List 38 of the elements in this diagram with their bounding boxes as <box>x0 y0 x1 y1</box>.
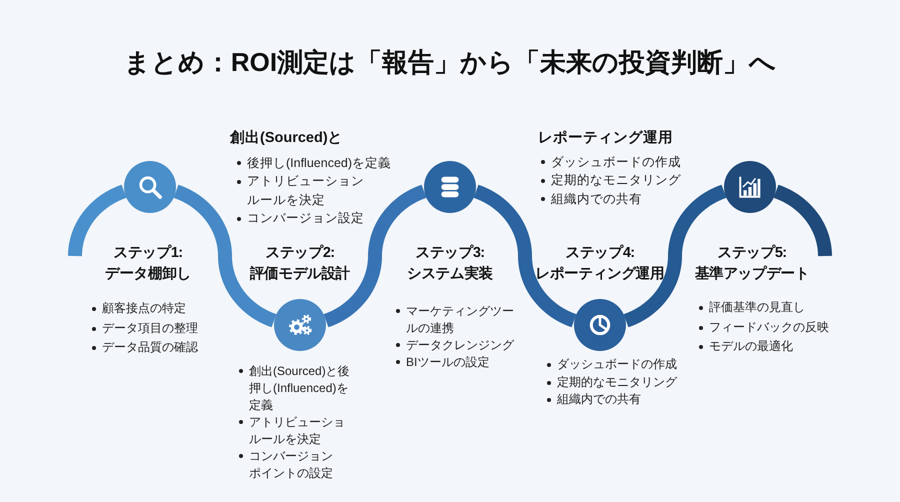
step-title: ステップ4:レポーティング運用 <box>536 244 664 284</box>
wave-line <box>472 184 578 328</box>
list-heading: 創出(Sourced)と <box>230 128 343 148</box>
bullet-item: 定期的なモニタリング <box>540 171 681 190</box>
step-title: ステップ2:評価モデル設計 <box>250 244 350 284</box>
bullet-item: 顧客接点の特定 <box>91 299 186 319</box>
wave-line <box>322 184 428 328</box>
bullet-item: 評価基準の見直し <box>698 298 805 318</box>
bullet-item: ダッシュボードの作成 <box>540 152 681 172</box>
step-circle <box>274 299 326 351</box>
wave-line <box>172 184 278 328</box>
step-circle <box>724 161 776 213</box>
bullet-item: 創出(Sourced)と後押し(Influenced)を定義 <box>238 362 355 414</box>
bullet-item: BIツールの設定 <box>395 354 490 370</box>
bullet-item: ダッシュボードの作成 <box>546 356 677 374</box>
step-circle <box>124 161 176 213</box>
title: まとめ：ROI測定は「報告」から「未来の投資判断」へ <box>124 46 776 79</box>
step-title: ステップ1:データ棚卸し <box>105 244 191 284</box>
bullet-item: 組織内での共有 <box>546 391 641 409</box>
step-title: ステップ5:基準アップデート <box>694 244 810 284</box>
bullet-item: フィードバックの反映 <box>698 318 829 338</box>
list-heading: レポーティング運用 <box>538 129 673 148</box>
bullet-item: コンバージョンポイントの設定 <box>238 448 339 482</box>
bullet-item: データクレンジング <box>395 336 514 354</box>
step-circle <box>574 299 626 351</box>
bullet-item: データ項目の整理 <box>91 318 198 338</box>
bullet-item: モデルの最適化 <box>698 337 793 357</box>
bullet-item: コンバージョン設定 <box>236 209 364 228</box>
bullet-item: 後押し(Influenced)を定義 <box>236 154 392 172</box>
bullet-item: データ品質の確認 <box>91 338 198 358</box>
bullet-item: アトリビューショルールを決定 <box>238 414 349 448</box>
step-title: ステップ3:システム実装 <box>407 244 493 284</box>
step-circle <box>424 161 476 213</box>
bullet-item: アトリビューションルールを決定 <box>236 172 365 210</box>
bullet-item: マーケティングツールの連携 <box>395 302 518 336</box>
wave-line <box>622 184 728 328</box>
bullet-item: 定期的なモニタリング <box>546 374 677 392</box>
bullet-item: 組織内での共有 <box>540 190 642 208</box>
